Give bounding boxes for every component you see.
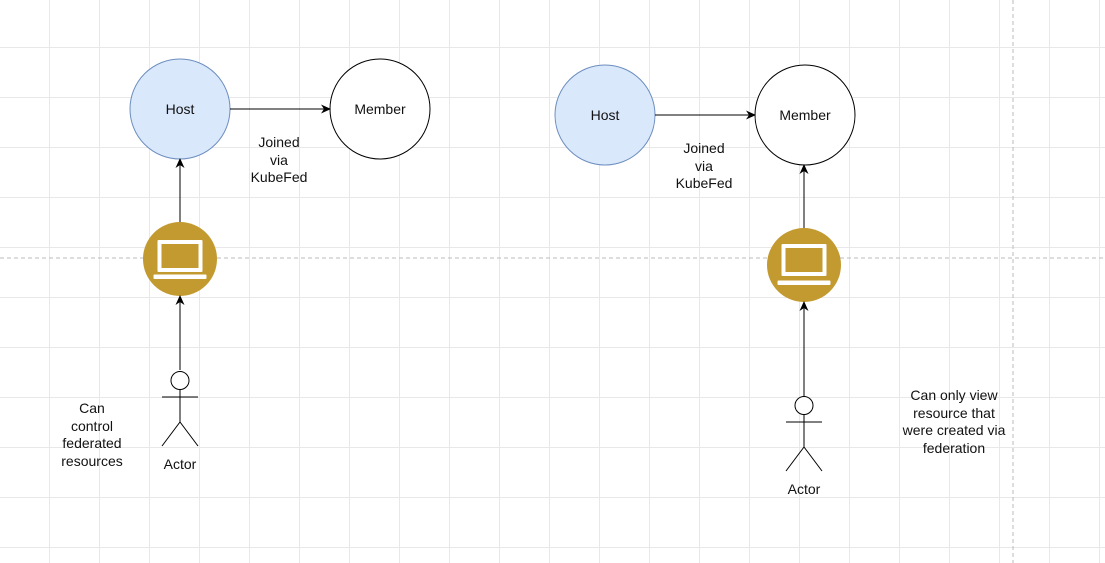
right-note: Can only view resource that were created… xyxy=(889,387,1019,457)
left-joined-line: KubeFed xyxy=(250,169,308,185)
left-note-line: Can xyxy=(79,400,105,416)
left-actor-icon[interactable] xyxy=(161,371,199,447)
right-joined-line: via xyxy=(695,157,713,174)
right-host-label: Host xyxy=(590,107,620,123)
right-actor-icon[interactable] xyxy=(785,396,823,472)
right-joined-label: Joined via KubeFed xyxy=(664,140,744,193)
right-note-line: resource that xyxy=(913,404,995,421)
left-note-line: federated xyxy=(62,435,122,451)
right-computer-icon[interactable] xyxy=(767,228,841,302)
right-joined-line: KubeFed xyxy=(675,175,733,191)
left-host-label: Host xyxy=(165,101,195,117)
left-note-line: control xyxy=(70,417,114,434)
right-note-line: Can only view xyxy=(910,387,998,403)
right-member-label: Member xyxy=(779,107,831,123)
right-note-line: were created via xyxy=(902,422,1006,438)
right-note-line: federation xyxy=(922,439,986,456)
right-joined-line: Joined xyxy=(683,140,725,156)
left-actor-label: Actor xyxy=(163,456,197,472)
left-note-line: resources xyxy=(61,452,123,469)
left-computer-icon[interactable] xyxy=(143,222,217,296)
left-member-label: Member xyxy=(354,101,406,117)
left-joined-line: Joined xyxy=(258,134,300,150)
left-joined-label: Joined via KubeFed xyxy=(239,134,319,187)
right-actor-label: Actor xyxy=(787,481,821,497)
left-joined-line: via xyxy=(270,151,288,168)
left-note: Can control federated resources xyxy=(46,400,138,470)
